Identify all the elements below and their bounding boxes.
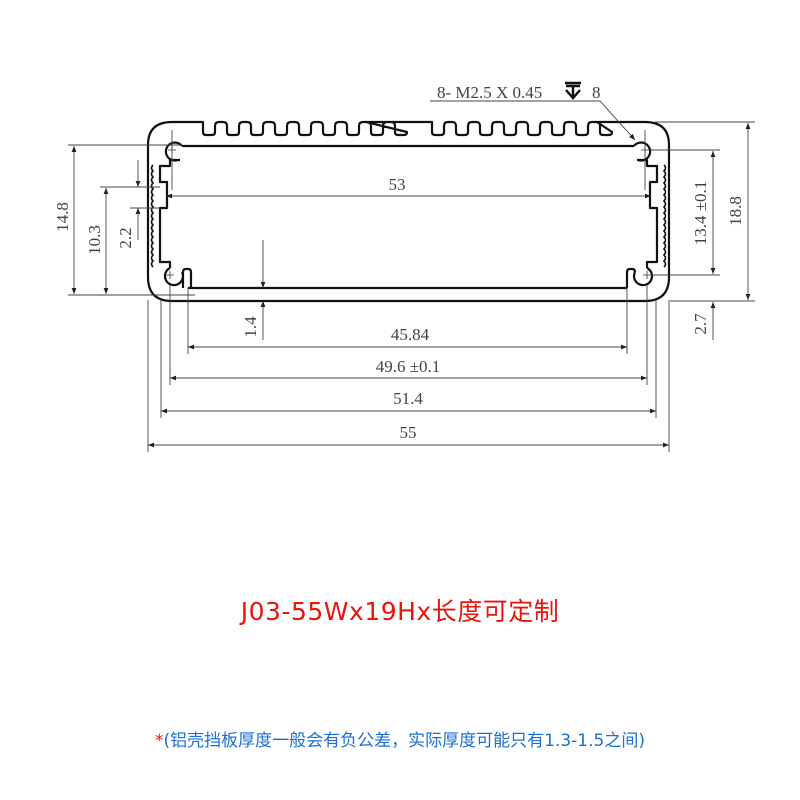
note-asterisk: * xyxy=(155,731,164,751)
thickness-note: *(铝壳挡板厚度一般会有负公差，实际厚度可能只有1.3-1.5之间) xyxy=(0,726,800,751)
dim-inner-width-top: 53 xyxy=(389,175,406,194)
dimension-lines xyxy=(68,100,755,452)
dim-screw-center-span: 49.6 ±0.1 xyxy=(376,357,441,376)
depth-icon xyxy=(565,81,581,100)
dimension-labels: 8- M2.5 X 0.45 8 53 45.84 49.6 ±0.1 51.4… xyxy=(53,81,745,442)
enclosure-profile xyxy=(146,120,671,303)
callout-prefix: 8- M2.5 X 0.45 xyxy=(437,83,542,102)
dim-overall-height: 18.8 xyxy=(726,196,745,226)
note-text: (铝壳挡板厚度一般会有负公差，实际厚度可能只有1.3-1.5之间) xyxy=(163,731,645,751)
product-title: J03-55Wx19Hx长度可定制 xyxy=(240,597,560,626)
dim-right-screw-pitch: 13.4 ±0.1 xyxy=(691,181,710,246)
dim-bottom-wall: 1.4 xyxy=(241,316,260,338)
side-serrations xyxy=(150,164,667,268)
dim-left-slot-width: 2.2 xyxy=(116,227,135,248)
dim-outer-wall-span: 51.4 xyxy=(393,389,423,408)
dim-bottom-inner-span: 45.84 xyxy=(391,325,430,344)
dim-bottom-offset: 2.7 xyxy=(691,313,710,335)
dim-left-height-outer: 14.8 xyxy=(53,202,72,232)
dim-overall-width: 55 xyxy=(400,423,417,442)
screw-hole-centers xyxy=(166,146,651,279)
dim-left-height-slot: 10.3 xyxy=(85,225,104,255)
callout-depth: 8 xyxy=(592,83,601,102)
